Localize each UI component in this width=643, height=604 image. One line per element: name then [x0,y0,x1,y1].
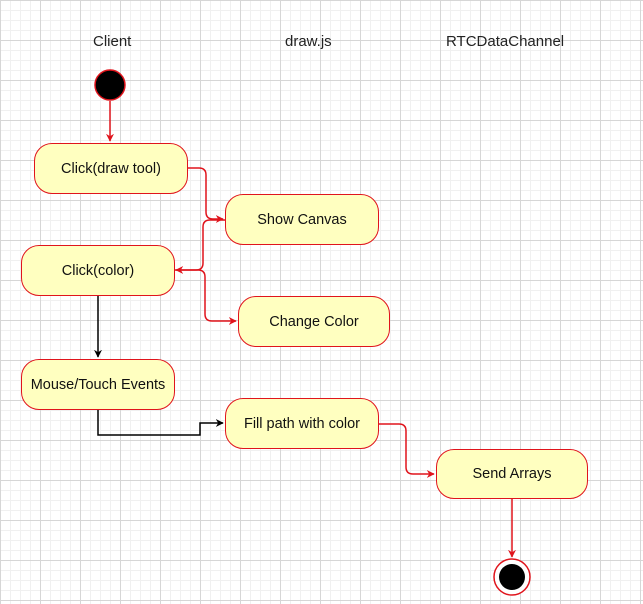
node-send-arrays[interactable]: Send Arrays [436,449,588,499]
initial-node [94,69,126,101]
edge-mouse-touch-events-to-fill-path [97,410,224,436]
node-change-color[interactable]: Change Color [238,296,390,347]
final-node-inner-dot [499,564,525,590]
lane-client: Client [93,33,132,50]
lane-drawjs: draw.js [285,33,332,50]
node-fill-path-with-color[interactable]: Fill path with color [225,398,379,449]
node-click-draw-tool[interactable]: Click(draw tool) [34,143,188,194]
edge-click-draw-tool-to-show-canvas [188,167,224,223]
node-mouse-touch-events[interactable]: Mouse/Touch Events [21,359,175,410]
edge-click-color-to-change-color [175,269,237,325]
edge-fill-path-to-send-arrays [378,423,435,478]
edge-show-canvas-to-click-color [175,219,225,274]
lane-rtcdatachannel: RTCDataChannel [446,33,565,50]
node-show-canvas[interactable]: Show Canvas [225,194,379,245]
node-click-color[interactable]: Click(color) [21,245,175,296]
